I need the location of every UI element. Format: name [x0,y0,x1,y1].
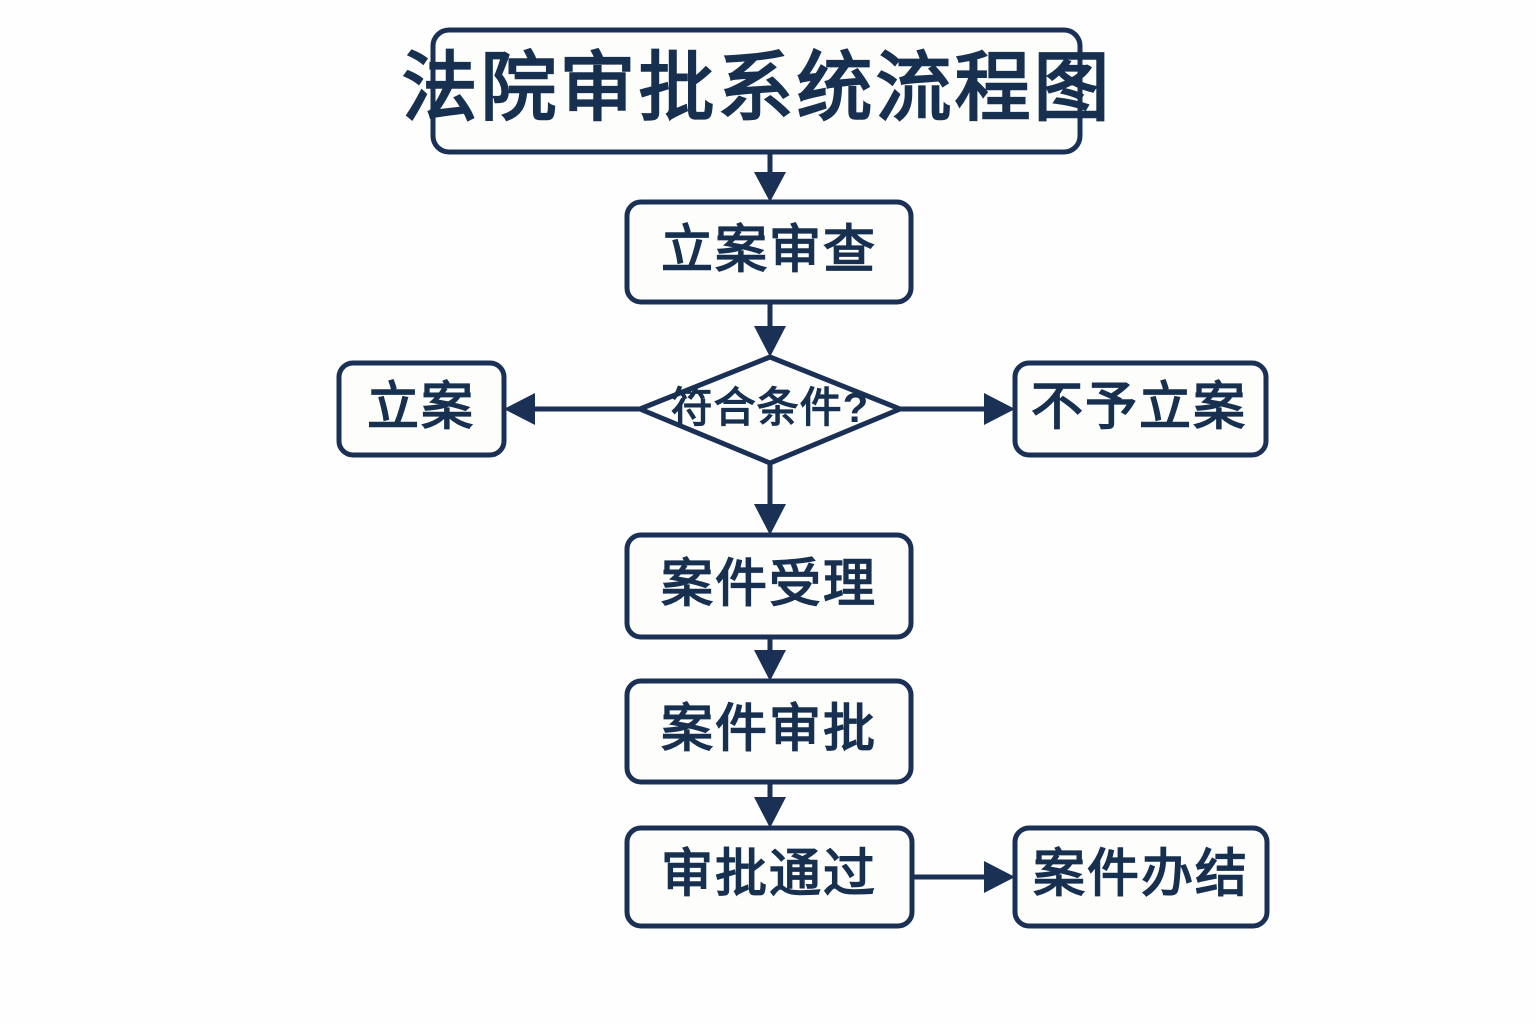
node-case-approval-shape [624,678,914,785]
node-case-approval[interactable]: 案件审批 [624,678,914,785]
node-case-filing-review-label: 立案审查 [661,222,877,280]
edge-case-approval-to-approval-passed [754,782,786,828]
edge-approval-passed-to-case-closed [912,861,1015,893]
node-approval-passed-shape [624,825,915,929]
node-file-case-label: 立案 [367,379,475,437]
edge-meets-conditions-to-reject-filing [900,393,1015,425]
edge-meets-conditions-to-case-acceptance [754,463,786,535]
node-case-closed-label: 案件办结 [1033,846,1249,904]
node-title-shape [430,27,1083,155]
node-case-acceptance[interactable]: 案件受理 [624,532,914,640]
node-meets-conditions-shape [633,354,907,466]
edge-meets-conditions-to-file-case [504,393,640,425]
node-reject-filing-label: 不予立案 [1031,379,1247,437]
node-case-approval-label: 案件审批 [661,701,877,759]
node-approval-passed-label: 审批通过 [661,846,877,904]
edge-case-acceptance-to-case-approval [754,637,786,681]
node-case-acceptance-label: 案件受理 [661,556,877,614]
node-meets-conditions[interactable]: 符合条件? [633,354,907,466]
node-reject-filing-shape [1012,360,1269,458]
node-approval-passed[interactable]: 审批通过 [624,825,915,929]
node-file-case-shape [336,360,507,458]
node-case-filing-review-shape [624,199,914,305]
edge-title-to-case-filing-review [754,152,786,202]
node-case-closed-shape [1012,825,1270,929]
node-meets-conditions-label: 符合条件? [671,384,870,431]
node-layer: 法院审批系统流程图 立案审查 符合条件? 立案 不予立案 [336,27,1270,929]
node-case-closed[interactable]: 案件办结 [1012,825,1270,929]
node-case-filing-review[interactable]: 立案审查 [624,199,914,305]
edge-layer [504,152,1015,893]
node-case-acceptance-shape [624,532,914,640]
node-reject-filing[interactable]: 不予立案 [1012,360,1269,458]
node-title-label: 法院审批系统流程图 [402,46,1113,131]
node-file-case[interactable]: 立案 [336,360,507,458]
node-title[interactable]: 法院审批系统流程图 [402,27,1113,155]
edge-case-filing-review-to-meets-conditions [754,302,786,357]
